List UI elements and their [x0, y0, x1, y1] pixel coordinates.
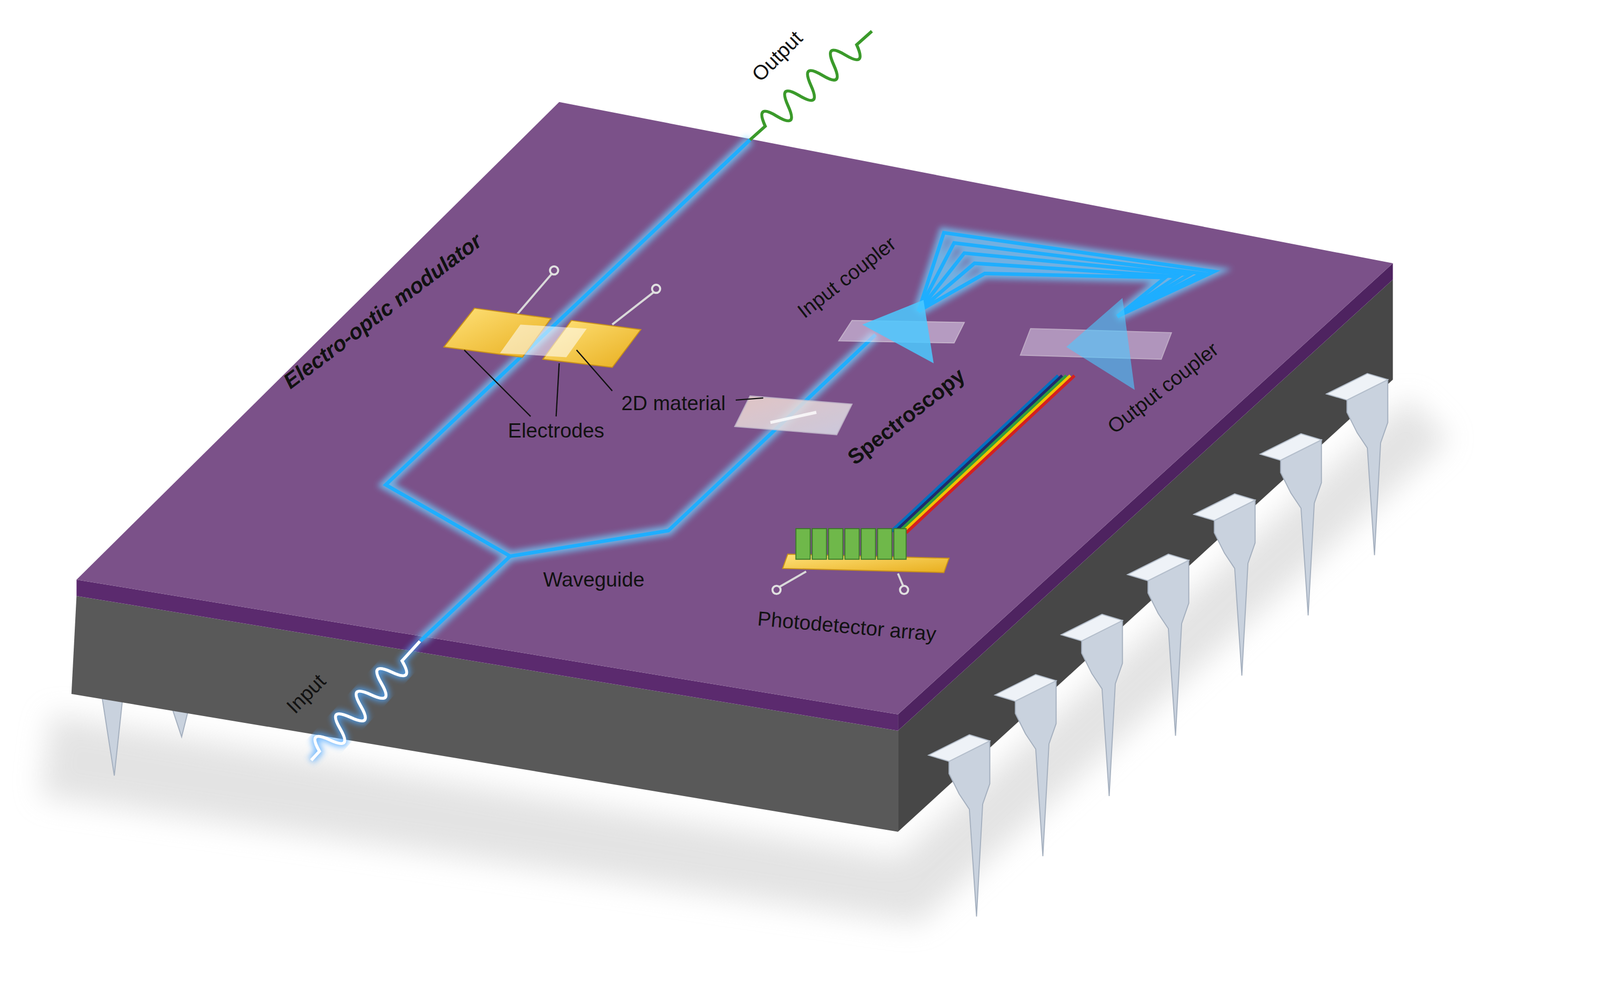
electrode-wire [612, 291, 654, 325]
output-coupler-prism [1066, 297, 1135, 390]
leader-line [556, 363, 560, 417]
part-label: 2D material [621, 391, 726, 415]
section-title: Electro-optic modulator [278, 228, 487, 394]
wave [742, 22, 881, 149]
detector-pixel [877, 528, 892, 559]
detector-pixel [812, 528, 827, 559]
2d-material-plate [734, 395, 853, 435]
waveguide [385, 140, 750, 557]
waveguide-spiral [918, 263, 1178, 317]
part-label: Input coupler [793, 232, 901, 324]
waveguide [420, 555, 511, 641]
signal-label: Input [282, 670, 330, 718]
part-label: Photodetector array [756, 607, 938, 646]
terminal [900, 585, 909, 595]
leader-line [576, 350, 613, 392]
signal-label: Output [747, 26, 807, 86]
output-wave [742, 22, 881, 149]
detector-pixel [828, 528, 843, 559]
waveguide-spiral [918, 273, 1166, 316]
part-label: Electrodes [507, 419, 605, 443]
waveguide-spiral [918, 232, 1215, 317]
leader-line [464, 350, 764, 417]
leader-line [735, 397, 764, 400]
detector-pixels [795, 528, 906, 559]
waveguide [510, 334, 876, 557]
chip-top-face [76, 102, 1393, 715]
part-label: Waveguide [543, 568, 645, 592]
terminal [772, 585, 782, 595]
2d-material-flake [500, 324, 587, 357]
input-wave [302, 632, 429, 769]
wave [302, 632, 429, 769]
detector-wire [779, 571, 806, 587]
detector-wire [897, 573, 904, 586]
electrode-wire [515, 273, 553, 316]
waveguide-spiral [918, 253, 1190, 317]
part-label: Output coupler [1103, 337, 1224, 438]
chip-pin [102, 696, 123, 776]
waveguide-glow [385, 140, 1215, 642]
detector-pixel [795, 528, 810, 559]
waveguide [385, 140, 1215, 642]
leader-line [464, 350, 531, 417]
detector-pixel [861, 528, 876, 559]
waveguide-spiral [918, 242, 1203, 317]
terminal [652, 284, 661, 294]
wave-glow [302, 632, 429, 769]
2d-material-highlight [770, 412, 817, 423]
detector-pixel [893, 528, 906, 559]
input-coupler-prism [862, 300, 934, 364]
section-title: Spectroscopy [843, 363, 970, 470]
detector-pixel [844, 528, 859, 559]
terminal [550, 266, 559, 275]
